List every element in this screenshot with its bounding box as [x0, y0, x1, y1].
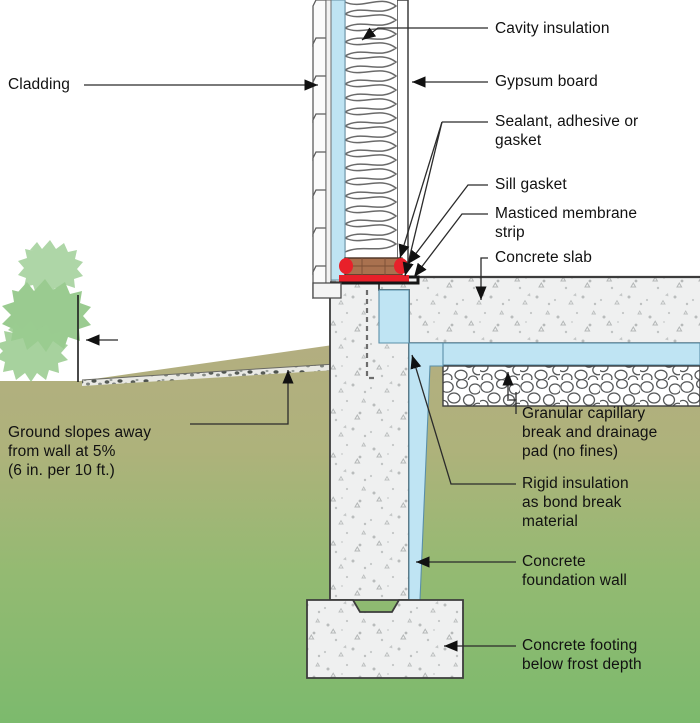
- label-sill-gasket: Sill gasket: [495, 176, 567, 193]
- label-cladding: Cladding: [8, 76, 70, 93]
- sill-plate: [344, 257, 403, 276]
- slab-edge-insulation: [378, 289, 410, 344]
- gypsum-board: [396, 0, 409, 263]
- concrete-footing: [306, 599, 464, 679]
- concrete-slab: [378, 275, 700, 344]
- shrub-icon: [0, 240, 91, 382]
- masticed-membrane-strip: [330, 275, 420, 285]
- leader-ground-trunk: [190, 392, 289, 425]
- leader-sill-gasket: [407, 184, 488, 265]
- label-rigid-insulation-bond-break: Rigid insulation as bond break material: [522, 475, 629, 530]
- label-masticed-membrane-strip: Masticed membrane strip: [495, 205, 638, 241]
- label-cavity-insulation: Cavity insulation: [495, 20, 610, 37]
- cladding: [312, 0, 327, 300]
- leader-sealant-b1: [398, 121, 443, 259]
- leader-rigid-insulation: [410, 354, 516, 485]
- label-granular-capillary-break: Granular capillary break and drainage pa…: [522, 405, 658, 460]
- granular-capillary-break: [442, 365, 700, 407]
- anchor-dowel: [365, 290, 378, 380]
- cavity-insulation: [343, 0, 398, 262]
- label-sealant-adhesive-gasket: Sealant, adhesive or gasket: [495, 113, 639, 149]
- label-concrete-foundation-wall: Concrete foundation wall: [522, 553, 627, 589]
- leader-cavity-insulation: [361, 27, 488, 41]
- wall-base-trim: [312, 282, 342, 299]
- label-gypsum-board: Gypsum board: [495, 73, 598, 90]
- leader-sealant-b2: [402, 121, 443, 277]
- leader-masticed-membrane: [413, 213, 488, 278]
- air-barrier-sheathing: [329, 0, 346, 281]
- label-concrete-slab: Concrete slab: [495, 249, 592, 266]
- furring-strip: [325, 0, 332, 293]
- leader-lines: [77, 27, 517, 652]
- label-ground-slopes-away: Ground slopes away from wall at 5% (6 in…: [8, 424, 152, 479]
- leader-slab-bracket: [480, 257, 488, 268]
- label-concrete-footing: Concrete footing below frost depth: [522, 637, 642, 673]
